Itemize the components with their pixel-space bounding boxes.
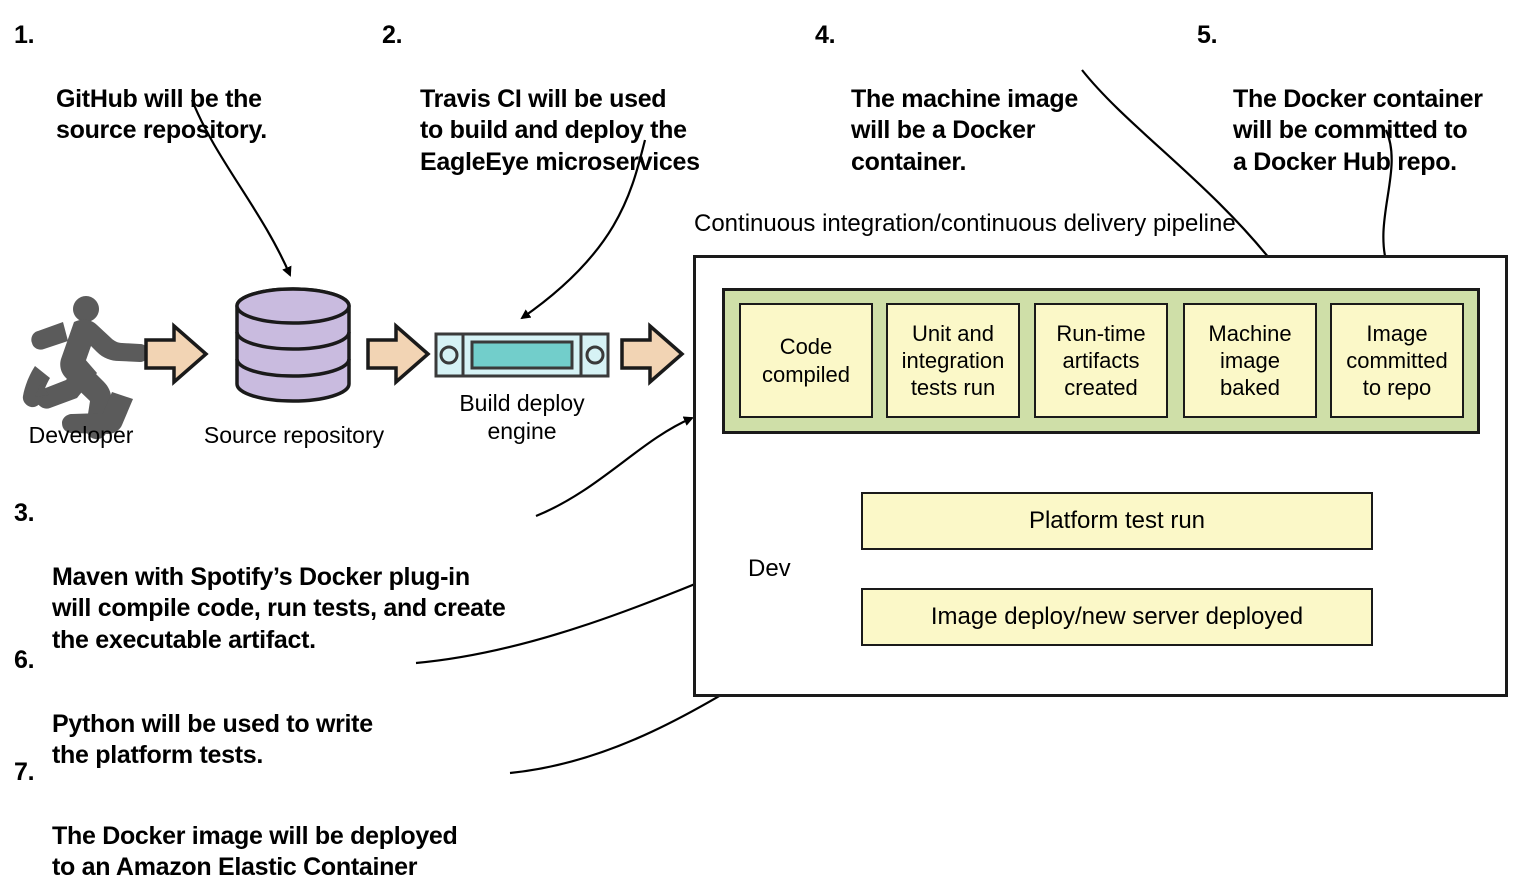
callout-7: 7. The Docker image will be deployed to … bbox=[14, 757, 572, 878]
callout-1-text: GitHub will be the source repository. bbox=[56, 84, 267, 145]
callout-2-text: Travis CI will be used to build and depl… bbox=[420, 84, 700, 177]
server-appliance-icon bbox=[434, 332, 610, 378]
block-arrow-right-icon-2 bbox=[366, 322, 431, 386]
callout-5-number: 5. bbox=[1197, 21, 1218, 49]
database-cylinder-icon bbox=[235, 287, 351, 403]
callout-4-number: 4. bbox=[815, 21, 836, 49]
callout-2: 2. Travis CI will be used to build and d… bbox=[382, 20, 770, 211]
callout-4: 4. The machine image will be a Docker co… bbox=[815, 20, 1151, 211]
pipeline-stage-image-committed[interactable]: Image committed to repo bbox=[1330, 303, 1464, 418]
callout-5: 5. The Docker container will be committe… bbox=[1197, 20, 1536, 211]
pipeline-stage-code-compiled[interactable]: Code compiled bbox=[739, 303, 873, 418]
source-repository-label: Source repository bbox=[203, 422, 385, 448]
callout-3: 3. Maven with Spotify’s Docker plug-in w… bbox=[14, 498, 612, 689]
pipeline-row-image-deploy[interactable]: Image deploy/new server deployed bbox=[861, 588, 1373, 646]
developer-label: Developer bbox=[28, 422, 134, 448]
pipeline-title: Continuous integration/continuous delive… bbox=[694, 210, 1236, 237]
build-deploy-engine-label: Build deploy engine bbox=[459, 390, 585, 444]
pipeline-stage-machine-image-baked[interactable]: Machine image baked bbox=[1183, 303, 1317, 418]
environment-label-dev: Dev bbox=[748, 555, 791, 582]
pipeline-stage-unit-integration-tests[interactable]: Unit and integration tests run bbox=[886, 303, 1020, 418]
callout-4-text: The machine image will be a Docker conta… bbox=[851, 84, 1078, 177]
callout-3-number: 3. bbox=[14, 499, 35, 527]
runner-icon bbox=[22, 296, 149, 440]
callout-1: 1. GitHub will be the source repository. bbox=[14, 20, 356, 179]
block-arrow-right-icon-1 bbox=[144, 322, 209, 386]
callout-1-number: 1. bbox=[14, 21, 35, 49]
callout-6: 6. Python will be used to write the plat… bbox=[14, 645, 502, 804]
callout-7-text: The Docker image will be deployed to an … bbox=[52, 821, 458, 878]
callout-7-number: 7. bbox=[14, 758, 35, 786]
callout-6-number: 6. bbox=[14, 646, 35, 674]
callout-2-number: 2. bbox=[382, 21, 403, 49]
block-arrow-right-icon-3 bbox=[620, 322, 685, 386]
callout-6-text: Python will be used to write the platfor… bbox=[52, 709, 373, 770]
callout-5-text: The Docker container will be committed t… bbox=[1233, 84, 1483, 177]
callout-3-text: Maven with Spotify’s Docker plug-in will… bbox=[52, 562, 506, 655]
pipeline-row-platform-test-run[interactable]: Platform test run bbox=[861, 492, 1373, 550]
pipeline-stage-runtime-artifacts[interactable]: Run-time artifacts created bbox=[1034, 303, 1168, 418]
